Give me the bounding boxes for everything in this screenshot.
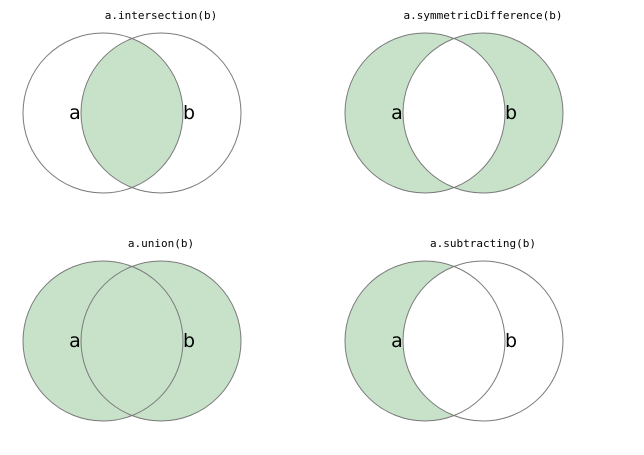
set-label-b: b (505, 330, 517, 352)
set-label-a: a (391, 102, 403, 124)
set-label-a: a (69, 330, 81, 352)
circle-outline-b (402, 260, 564, 422)
venn-svg-union: a b (22, 260, 242, 422)
region-b-filled (81, 261, 241, 421)
region-a-and-b (81, 33, 183, 193)
set-label-b: b (505, 102, 517, 124)
panel-symmetric-difference: a.symmetricDifference(b) a b (322, 0, 644, 227)
venn-svg-symmetric-difference: a b (344, 32, 564, 194)
panel-subtracting: a.subtracting(b) a b (322, 228, 644, 455)
circle-outline-a (344, 260, 506, 422)
circle-outline-a (22, 32, 184, 194)
region-b-only (403, 33, 563, 193)
venn-svg-subtracting: a b (344, 260, 564, 422)
panel-title-subtracting: a.subtracting(b) (430, 237, 536, 250)
circle-outline-b (80, 32, 242, 194)
circle-outline-a (22, 260, 184, 422)
panel-union: a.union(b) a b (0, 228, 322, 455)
circle-outline-a (344, 32, 506, 194)
panel-title-union: a.union(b) (127, 237, 195, 250)
circle-outline-b (402, 32, 564, 194)
set-label-b: b (183, 102, 195, 124)
set-label-a: a (391, 330, 403, 352)
set-label-b: b (183, 330, 195, 352)
venn-svg-intersection: a b (22, 32, 242, 194)
set-label-a: a (69, 102, 81, 124)
panel-title-symmetric-difference: a.symmetricDifference(b) (403, 9, 563, 22)
circle-outline-b (80, 260, 242, 422)
panel-intersection: a.intersection(b) a b (0, 0, 322, 227)
panel-title-intersection: a.intersection(b) (104, 9, 218, 22)
region-a-only (345, 261, 505, 421)
